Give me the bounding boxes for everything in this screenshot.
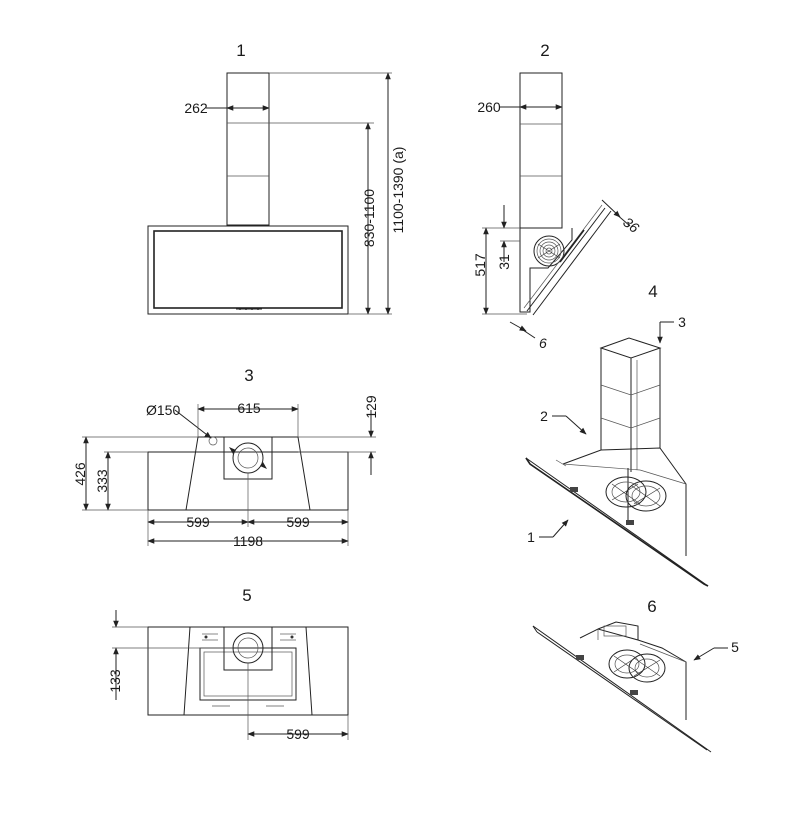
- dim-depth-333: 333: [94, 469, 110, 493]
- dim-diameter-150: Ø150: [146, 402, 180, 418]
- callout-3: 3: [678, 314, 686, 330]
- dim-depth-426: 426: [72, 462, 88, 486]
- view-6-isometric: 6 5: [532, 597, 739, 753]
- dim-width-260: 260: [477, 99, 501, 115]
- dim-half-width-599: 599: [286, 726, 310, 742]
- dim-height-517: 517: [472, 253, 488, 277]
- dim-offset-31: 31: [496, 254, 512, 270]
- dim-half-width-left-599: 599: [186, 514, 210, 530]
- view-1-number: 1: [236, 41, 245, 60]
- fan-motor: [533, 235, 565, 267]
- dim-outlet-615: 615: [237, 400, 261, 416]
- dim-width-262: 262: [184, 100, 208, 116]
- iso-body: [562, 447, 687, 556]
- view-4-number: 4: [648, 282, 657, 301]
- motor-housing: [519, 228, 573, 313]
- iso-glass-6: [532, 625, 712, 753]
- dim-half-width-right-599: 599: [286, 514, 310, 530]
- callout-5: 5: [731, 639, 739, 655]
- view-5-number: 5: [242, 586, 251, 605]
- dim-height-1100-1390: 1100-1390 (a): [390, 147, 406, 234]
- iso-glass: [525, 457, 709, 587]
- iso-body-6: [579, 621, 687, 720]
- view-3-number: 3: [244, 366, 253, 385]
- iso-fan-6: [608, 649, 666, 683]
- dim-glass-36: 36: [620, 214, 642, 236]
- chimney-side: [519, 72, 563, 229]
- view-2-side: 2 260 517 3: [472, 41, 642, 351]
- view-5-top: 5 133 599: [107, 586, 349, 742]
- view-3-top: 3 Ø150 615 129 426 333: [72, 366, 379, 549]
- view-4-isometric: 4: [525, 282, 709, 587]
- view-6-number: 6: [647, 597, 656, 616]
- callout-2: 2: [540, 408, 548, 424]
- dim-depth-133: 133: [107, 669, 123, 693]
- dim-height-830-1100: 830-1100: [361, 189, 377, 247]
- iso-chimney: [599, 337, 662, 472]
- dim-offset-129: 129: [363, 395, 379, 419]
- callout-1: 1: [527, 529, 535, 545]
- brackets: [202, 633, 296, 641]
- dim-width-1198: 1198: [233, 533, 263, 549]
- chimney: [226, 72, 270, 226]
- control-panel: [236, 308, 262, 310]
- duct-outlet: [232, 442, 264, 474]
- hood-body: [147, 225, 349, 315]
- view-1-front: 1 262 830-1100 1100-1390 (a): [147, 41, 406, 315]
- glass-panel: [153, 230, 343, 309]
- fixing-hole: [208, 436, 218, 446]
- dim-glass-6: 6: [539, 335, 547, 351]
- iso-fan: [605, 476, 667, 512]
- view-2-number: 2: [540, 41, 549, 60]
- slanted-glass: [523, 204, 612, 316]
